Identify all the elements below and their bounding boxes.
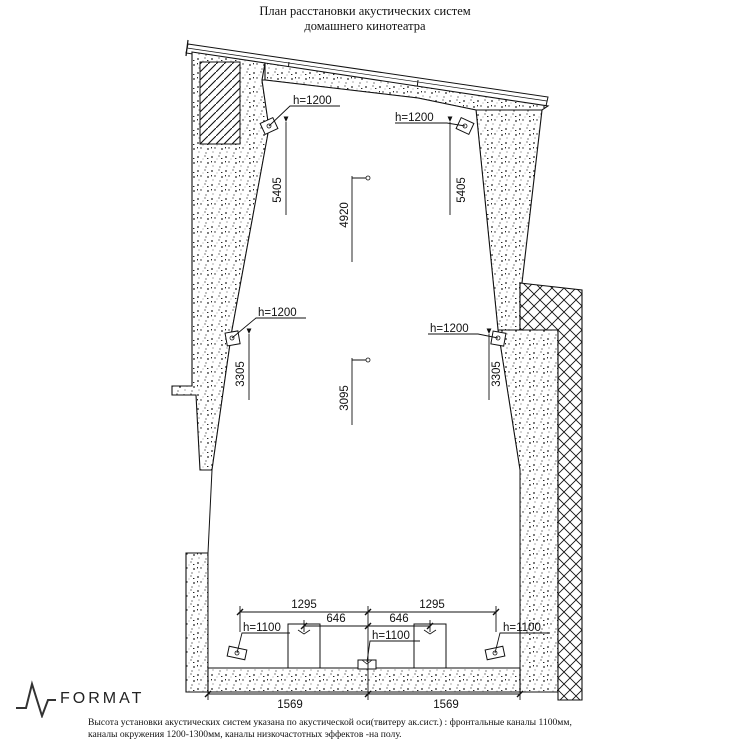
dim-label-front-left: 1295	[291, 599, 317, 611]
leader-front-right	[494, 632, 550, 654]
listener-marker-mid	[352, 357, 371, 363]
leader-front-left	[236, 632, 290, 654]
height-label-front-right: h=1100	[503, 622, 541, 634]
dim-label-inner-left: 646	[326, 613, 345, 625]
height-label-side-left: h=1200	[258, 307, 297, 319]
listener-marker-top	[352, 175, 371, 181]
dim-ticks	[204, 608, 524, 698]
leader-rear-left	[268, 105, 340, 127]
left-hatched-block	[199, 61, 241, 145]
dim-label-front-right: 1295	[419, 599, 445, 611]
footnote: Высота установки акустических систем ука…	[88, 717, 728, 741]
height-label-side-right: h=1200	[430, 323, 469, 335]
dim-label-bottom-right: 1569	[433, 699, 459, 711]
dim-label-inner-right: 646	[389, 613, 408, 625]
leader-side-left	[231, 317, 306, 339]
height-label-rear-left: h=1200	[293, 95, 332, 107]
format-logo-icon	[16, 680, 56, 718]
right-brick-wall	[519, 282, 583, 701]
plan-title-line-2: домашнего кинотеатра	[304, 19, 426, 33]
footnote-line-1: Высота установки акустических систем ука…	[88, 717, 572, 728]
dim-label-mid-right: 3305	[491, 361, 503, 387]
height-label-front-left: h=1100	[243, 622, 281, 634]
height-label-center: h=1100	[372, 630, 410, 642]
dim-label-mid-left: 3305	[235, 361, 247, 387]
dim-label-top-center: 4920	[339, 202, 351, 228]
dim-label-top-left: 5405	[272, 177, 284, 203]
plan-title: План расстановки акустических систем дом…	[150, 4, 580, 34]
leader-rear-right	[395, 122, 466, 127]
height-label-rear-right: h=1200	[395, 112, 434, 124]
plan-title-line-1: План расстановки акустических систем	[259, 4, 471, 18]
footnote-line-2: каналы окружения 1200-1300мм, каналы низ…	[88, 729, 402, 740]
leader-side-right	[428, 333, 499, 339]
dim-label-top-right: 5405	[456, 177, 468, 203]
side-right-speaker	[490, 330, 507, 347]
dim-label-mid-center: 3095	[339, 385, 351, 411]
logo-text: FORMAT	[60, 690, 145, 707]
dim-label-bottom-left: 1569	[277, 699, 303, 711]
